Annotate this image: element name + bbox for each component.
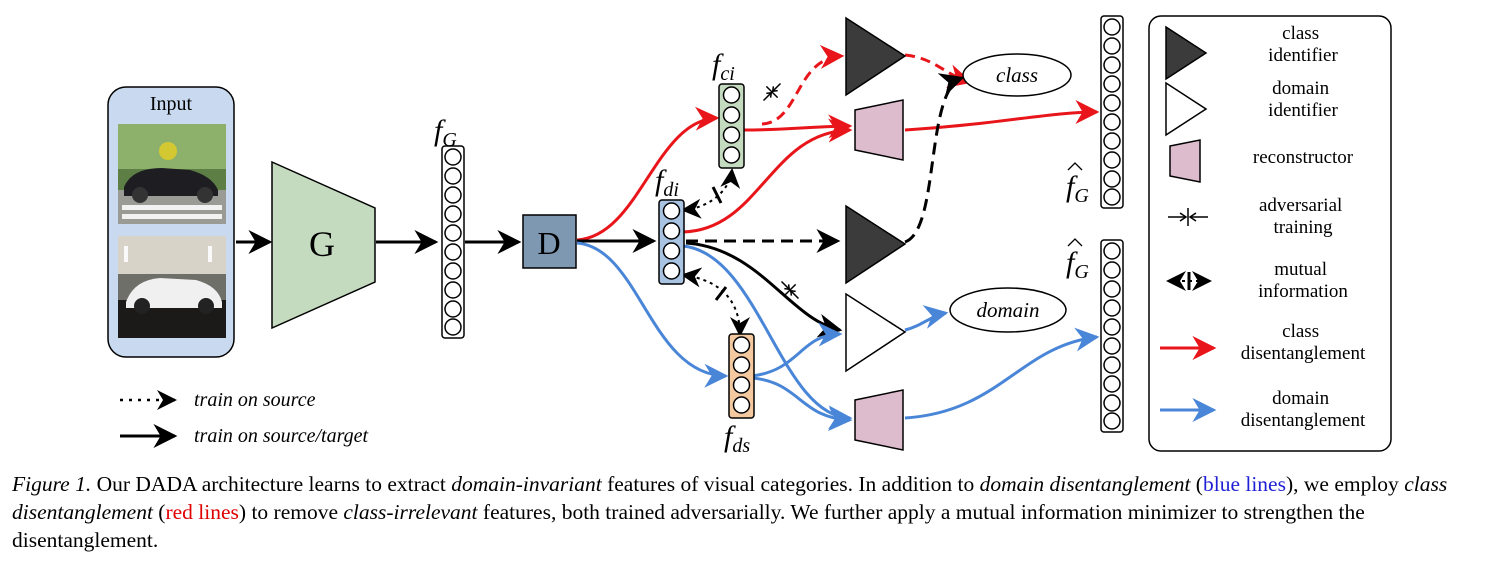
- dada-architecture-diagram: Input G: [107, 15, 1392, 457]
- blue-path-fdi-to-recon: [682, 244, 853, 430]
- legend-domain-identifier-icon: [1165, 81, 1208, 137]
- blue-path-fds-to-domain-identifier: [751, 322, 843, 378]
- legend-box: class identifier domain identifier recon…: [1148, 15, 1392, 452]
- fhat-G-bottom-label: fG: [1066, 238, 1089, 283]
- red-dashed-fci-to-classifier: [761, 44, 845, 126]
- f-ds-feature-vector: [728, 333, 755, 419]
- f-ds-label: fds: [724, 420, 750, 457]
- red-path-fci-to-recon: [743, 114, 853, 139]
- domain-output: domain: [949, 287, 1067, 333]
- f-G-label: fG: [434, 114, 457, 151]
- legend-domain-identifier-label: domain identifier: [1268, 78, 1338, 121]
- caption-red-lines: red lines: [165, 500, 239, 524]
- f-di-feature-vector: [658, 199, 685, 285]
- legend-adversarial-label: adversarial training: [1259, 195, 1347, 238]
- input-panel: Input: [107, 86, 235, 358]
- generator-label: G: [309, 224, 335, 264]
- legend-mutual-information-icon: [1166, 271, 1212, 291]
- caption-text: features of visual categories. In additi…: [601, 472, 980, 496]
- class-output: class: [962, 53, 1072, 97]
- svg-text:fG: fG: [1066, 246, 1089, 283]
- adversarial-mark-class: [762, 82, 782, 102]
- input-label: Input: [150, 93, 193, 115]
- red-path-d-to-fci: [576, 106, 720, 242]
- generator-block: G: [271, 160, 376, 330]
- legend-reconstructor-icon: [1169, 139, 1201, 183]
- legend-mutual-information-label: mutual information: [1258, 259, 1348, 302]
- caption-emphasis: class disentanglement: [12, 472, 1448, 524]
- legend-class-identifier-icon: [1165, 25, 1208, 81]
- legend-class-identifier-label: class identifier: [1268, 23, 1338, 66]
- caption-blue-lines: blue lines: [1202, 472, 1286, 496]
- f-di-label: fdi: [655, 164, 679, 201]
- figure-caption: Figure 1. Our DADA architecture learns t…: [12, 470, 1494, 554]
- mutual-information-fdi-fds: [681, 267, 750, 337]
- caption-text: (: [1190, 472, 1203, 496]
- black-dashed-classifier-to-class: [904, 73, 965, 244]
- fhat-G-top-vector: [1100, 15, 1124, 209]
- f-ci-feature-vector: [718, 83, 745, 169]
- disentangler-block: D: [522, 214, 577, 269]
- caption-text: ), we employ: [1285, 472, 1405, 496]
- caption-text: ) to remove: [238, 500, 344, 524]
- fhat-G-bottom-vector: [1100, 239, 1124, 433]
- class-identifier-middle: [845, 204, 907, 285]
- blue-path-domain-identifier-to-domain: [904, 305, 949, 332]
- caption-emphasis: class-irrelevant: [343, 500, 478, 524]
- red-path-fdi-to-recon: [682, 118, 853, 234]
- fhat-G-top-label: fG: [1066, 162, 1089, 207]
- f-G-feature-vector: [441, 145, 465, 339]
- class-identifier-top: [845, 16, 907, 97]
- legend-adversarial-icon: [1168, 208, 1208, 226]
- domain-output-label: domain: [977, 298, 1040, 322]
- class-output-label: class: [996, 63, 1038, 87]
- legend-domain-disentanglement-label: domain disentanglement: [1241, 388, 1366, 431]
- reconstructor-top: [854, 99, 904, 161]
- red-path-recon-to-fhatG-top: [904, 100, 1100, 132]
- domain-identifier: [845, 292, 907, 373]
- caption-text: (: [152, 500, 166, 524]
- legend-solid-label: train on source/target: [194, 425, 369, 447]
- adversarial-mark-domain: [780, 280, 800, 300]
- input-image-garage-car: [118, 236, 226, 338]
- caption-emphasis: domain disentanglement: [979, 472, 1191, 496]
- blue-path-recon-to-fhatG-bottom: [904, 327, 1100, 420]
- disentangler-label: D: [537, 225, 560, 261]
- legend-dotted-label: train on source: [194, 389, 316, 411]
- f-ci-label: fci: [712, 48, 735, 85]
- svg-text:fG: fG: [1066, 170, 1089, 207]
- blue-path-d-to-fds: [576, 241, 729, 388]
- reconstructor-bottom: [854, 389, 904, 451]
- caption-text: features, both trained adversarially. We…: [12, 500, 1365, 552]
- bottom-legend: train on source train on source/target: [120, 389, 369, 448]
- input-image-street-car: [118, 124, 226, 224]
- legend-class-disentanglement-label: class disentanglement: [1241, 321, 1366, 364]
- legend-reconstructor-label: reconstructor: [1253, 147, 1354, 168]
- caption-text: Our DADA architecture learns to extract: [91, 472, 452, 496]
- mutual-information-fdi-fci: [681, 168, 741, 219]
- caption-emphasis: domain-invariant: [451, 472, 602, 496]
- figure-label: Figure 1.: [12, 472, 92, 496]
